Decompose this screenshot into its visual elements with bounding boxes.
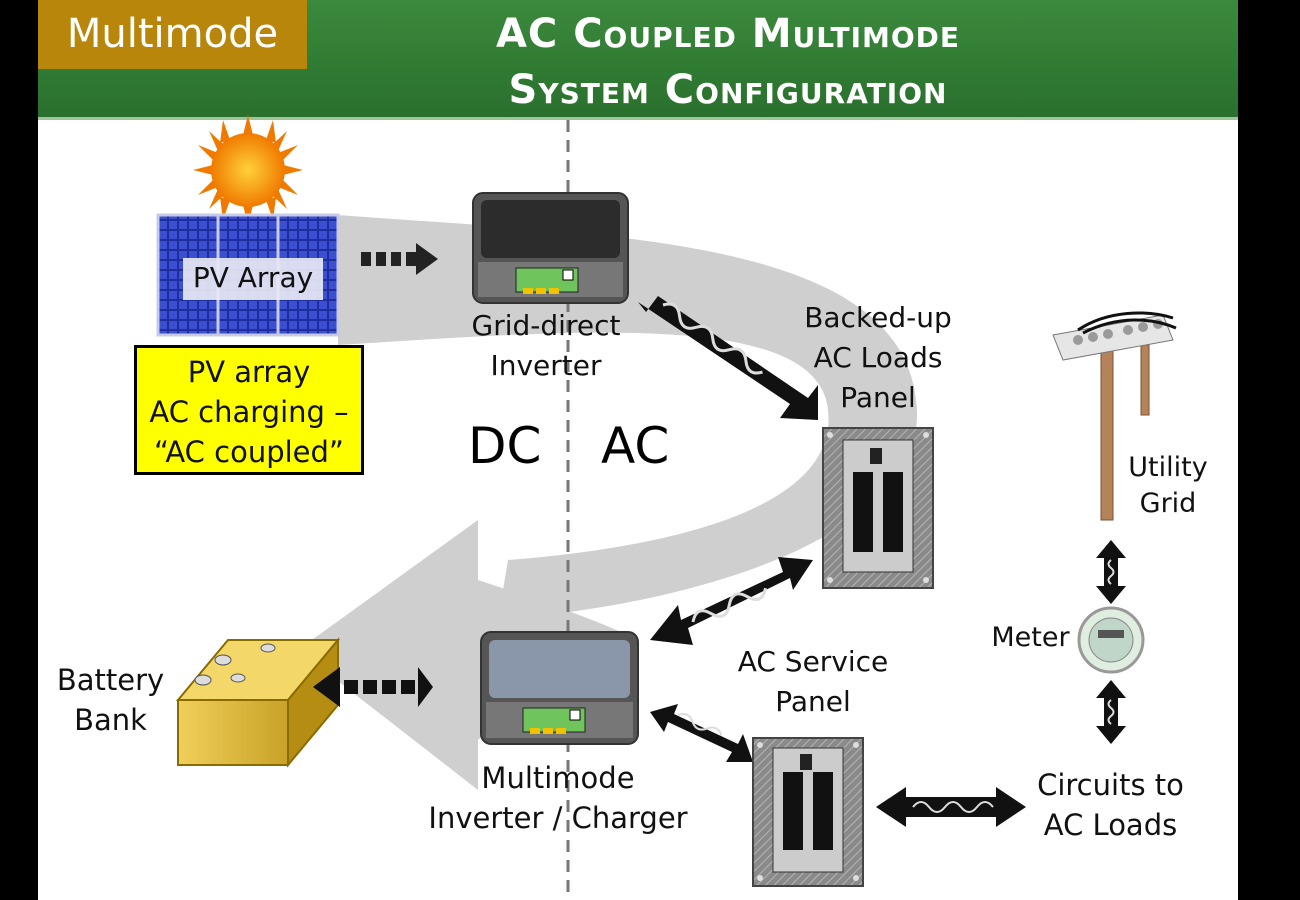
callout-line-1: PV array	[187, 355, 311, 389]
backed-up-line-1: Backed-up	[804, 301, 952, 334]
ac-arrow-meter-to-circuits	[1096, 680, 1126, 744]
header-underline	[38, 117, 1238, 120]
system-diagram	[156, 115, 1177, 900]
dc-label: DC	[468, 417, 542, 475]
circuits-line-1: Circuits to	[1037, 768, 1184, 802]
ac-arrow-backed-up-to-multimode	[650, 557, 813, 645]
battery-bank-icon	[175, 637, 341, 768]
multimode-line-1: Multimode	[481, 761, 635, 795]
battery-line-2: Bank	[74, 703, 147, 737]
ac-arrow-utility-to-meter	[1096, 540, 1126, 604]
multimode-line-2: Inverter / Charger	[428, 801, 688, 835]
backed-up-line-2: AC Loads	[813, 341, 943, 374]
meter-label: Meter	[991, 622, 1070, 653]
ac-label: AC	[601, 417, 670, 475]
slide: Multimode AC Coupled Multimode System Co…	[38, 0, 1238, 900]
utility-line-1: Utility	[1128, 452, 1208, 483]
battery-bank-label: Battery Bank	[48, 660, 173, 740]
slide-title: AC Coupled Multimode System Configuratio…	[338, 6, 1118, 118]
flow-arrow-lower	[298, 520, 638, 790]
circuits-label: Circuits to AC Loads	[1023, 765, 1198, 845]
grid-direct-line-2: Inverter	[490, 349, 602, 382]
grid-direct-line-1: Grid-direct	[471, 309, 621, 342]
grid-direct-label: Grid-direct Inverter	[446, 306, 646, 386]
circuits-line-2: AC Loads	[1043, 808, 1178, 842]
ac-arrow-inverter-to-backed-up	[638, 296, 818, 420]
callout-line-3: “AC coupled”	[154, 435, 344, 469]
service-panel-icon	[752, 737, 864, 887]
title-line-1: AC Coupled Multimode	[495, 11, 961, 57]
service-line-1: AC Service	[737, 645, 889, 678]
pv-array-label: PV Array	[192, 261, 314, 294]
pv-array-icon	[156, 213, 340, 337]
callout-line-2: AC charging –	[149, 395, 349, 429]
utility-pole-icon	[1052, 311, 1177, 521]
ac-arrow-multimode-to-service	[650, 704, 753, 762]
utility-line-2: Grid	[1139, 488, 1197, 519]
utility-grid-label: Utility Grid	[1113, 450, 1223, 522]
title-line-2: System Configuration	[508, 67, 948, 113]
service-panel-label: AC Service Panel	[718, 642, 908, 722]
backed-up-line-3: Panel	[840, 381, 916, 414]
service-line-2: Panel	[775, 685, 851, 718]
dc-arrow-pv-to-inverter	[361, 243, 438, 275]
section-badge: Multimode	[38, 0, 307, 69]
meter-icon	[1077, 606, 1145, 674]
backed-up-label: Backed-up AC Loads Panel	[788, 298, 968, 418]
header-bar: Multimode AC Coupled Multimode System Co…	[38, 0, 1238, 120]
multimode-inverter-label: Multimode Inverter / Charger	[413, 758, 703, 838]
ac-coupled-callout: PV array AC charging – “AC coupled”	[134, 345, 364, 475]
grid-direct-inverter-icon	[472, 192, 629, 304]
multimode-inverter-icon	[480, 631, 639, 745]
flow-arrow-upper	[338, 215, 918, 620]
dc-arrow-battery-to-multimode	[313, 667, 433, 707]
battery-line-1: Battery	[56, 663, 165, 697]
sun-icon	[193, 115, 303, 225]
ac-arrow-service-to-circuits	[876, 787, 1026, 827]
backed-up-panel-icon	[822, 427, 934, 589]
